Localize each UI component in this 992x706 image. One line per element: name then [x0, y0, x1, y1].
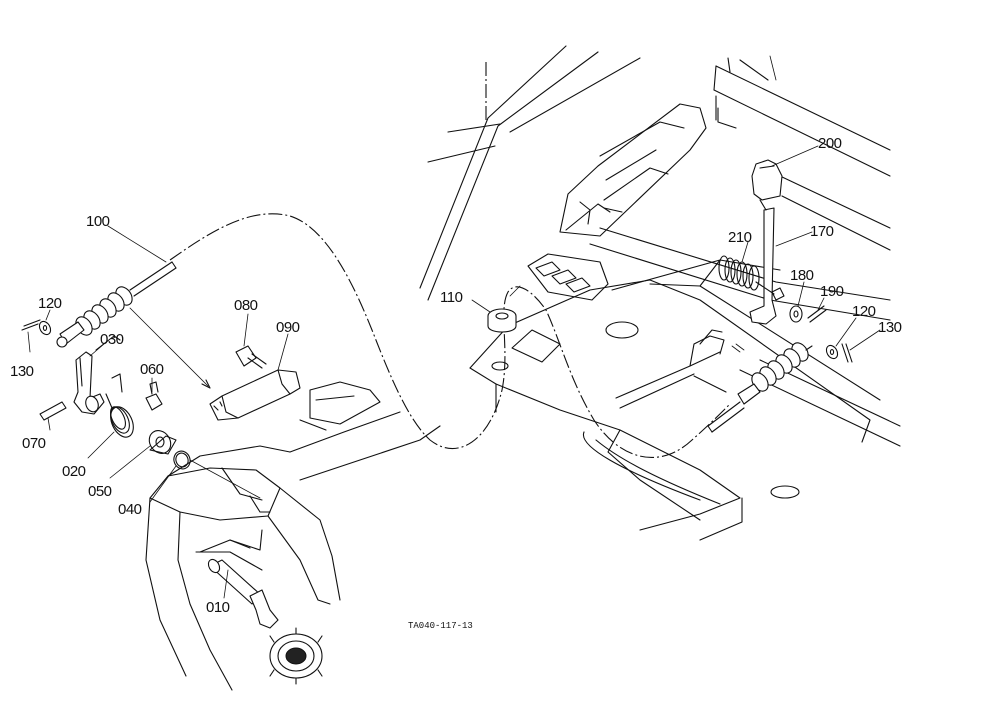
callout-200: 200 [818, 135, 842, 152]
callout-050: 050 [88, 483, 112, 500]
callout-180: 180 [790, 267, 814, 284]
callout-130-right: 130 [878, 319, 902, 336]
callout-080: 090 [276, 319, 300, 336]
callout-020: 020 [62, 463, 86, 480]
callout-120-right: 120 [852, 303, 876, 320]
callout-040: 040 [118, 501, 142, 518]
callout-010: 010 [206, 599, 230, 616]
callout-060: 060 [140, 361, 164, 378]
drawing-code: TA040-117-13 [408, 621, 473, 631]
callout-120-left: 120 [38, 295, 62, 312]
callout-070: 070 [22, 435, 46, 452]
right-parts [487, 159, 853, 363]
callout-130-left: 130 [10, 363, 34, 380]
callout-190: 190 [820, 283, 844, 300]
callout-210: 210 [728, 229, 752, 246]
cable-100 [56, 213, 813, 458]
callout-100: 100 [86, 213, 110, 230]
leader-lines [27, 145, 881, 599]
cable-boot [56, 286, 133, 348]
gear [269, 627, 323, 685]
left-frame [145, 381, 441, 691]
cable-end-right [707, 342, 813, 433]
left-parts [21, 319, 323, 685]
chassis-frame [419, 45, 901, 541]
callout-110: 110 [440, 289, 463, 306]
callout-090: 080 [234, 297, 258, 314]
callout-labels: 100 120 130 030 070 020 050 040 060 080 … [10, 135, 902, 631]
callout-170: 170 [810, 223, 834, 240]
callout-030: 030 [100, 331, 124, 348]
